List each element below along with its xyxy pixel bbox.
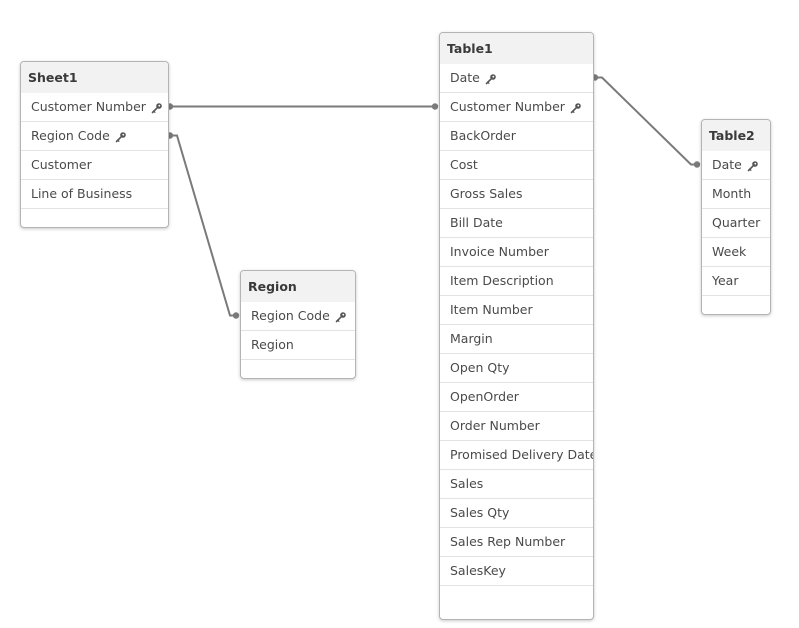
field-label: Week [712, 244, 747, 259]
field-label: Margin [450, 331, 493, 346]
table-title[interactable]: Table2 [702, 120, 770, 151]
key-icon [335, 311, 347, 323]
field-row[interactable]: Item Description [440, 267, 593, 296]
field-row[interactable]: Sales Rep Number [440, 528, 593, 557]
table-title[interactable]: Sheet1 [21, 62, 168, 93]
field-label: Bill Date [450, 215, 503, 230]
field-label: BackOrder [450, 128, 516, 143]
field-row[interactable]: Bill Date [440, 209, 593, 238]
table-title[interactable]: Region [241, 271, 355, 302]
field-row[interactable]: Gross Sales [440, 180, 593, 209]
field-label: Item Number [450, 302, 533, 317]
field-row[interactable]: BackOrder [440, 122, 593, 151]
field-row[interactable]: Line of Business [21, 180, 168, 209]
field-row[interactable]: Promised Delivery Date [440, 441, 593, 470]
field-label: Order Number [450, 418, 540, 433]
field-label: Region Code [31, 128, 110, 143]
link-sheet1-region[interactable] [171, 134, 236, 317]
field-label: Region [251, 337, 294, 352]
field-label: Promised Delivery Date [450, 447, 594, 462]
field-label: Customer [31, 157, 92, 172]
field-label: Line of Business [31, 186, 133, 201]
field-label: Customer Number [31, 99, 146, 114]
field-row[interactable]: Region [241, 331, 355, 360]
field-row[interactable]: Customer Number [21, 93, 168, 122]
field-row[interactable]: Open Qty [440, 354, 593, 383]
field-label: Cost [450, 157, 478, 172]
field-label: Region Code [251, 308, 330, 323]
link-end-target [431, 103, 439, 110]
field-row[interactable]: Year [702, 267, 770, 296]
field-label: Item Description [450, 273, 554, 288]
table-title[interactable]: Table1 [440, 33, 593, 64]
key-icon [747, 160, 759, 172]
field-label: Sales Qty [450, 505, 510, 520]
field-row[interactable]: Item Number [440, 296, 593, 325]
link-end-target [693, 161, 701, 168]
field-row[interactable]: Sales Qty [440, 499, 593, 528]
field-label: Sales Rep Number [450, 534, 566, 549]
field-label: Quarter [712, 215, 761, 230]
link-table1-table2[interactable] [596, 76, 697, 166]
field-row[interactable]: Customer [21, 151, 168, 180]
field-label: Open Qty [450, 360, 510, 375]
link-end-target [232, 312, 240, 319]
key-icon [570, 102, 582, 114]
field-label: SalesKey [450, 563, 506, 578]
field-label: Gross Sales [450, 186, 523, 201]
field-row[interactable]: Region Code [241, 302, 355, 331]
field-label: Date [712, 157, 742, 172]
field-label: Customer Number [450, 99, 565, 114]
key-icon [485, 73, 497, 85]
field-row[interactable]: Sales [440, 470, 593, 499]
field-row[interactable]: Quarter [702, 209, 770, 238]
field-row[interactable]: Month [702, 180, 770, 209]
field-row[interactable]: Date [702, 151, 770, 180]
field-row[interactable]: Invoice Number [440, 238, 593, 267]
key-icon [115, 131, 127, 143]
field-row[interactable]: OpenOrder [440, 383, 593, 412]
key-icon [151, 102, 163, 114]
field-row[interactable]: Customer Number [440, 93, 593, 122]
field-label: Month [712, 186, 752, 201]
field-label: OpenOrder [450, 389, 519, 404]
field-row[interactable]: Margin [440, 325, 593, 354]
field-row[interactable]: SalesKey [440, 557, 593, 586]
field-row[interactable]: Week [702, 238, 770, 267]
field-label: Year [712, 273, 739, 288]
field-label: Sales [450, 476, 484, 491]
field-row[interactable]: Region Code [21, 122, 168, 151]
field-row[interactable]: Order Number [440, 412, 593, 441]
field-row[interactable]: Date [440, 64, 593, 93]
field-row[interactable]: Cost [440, 151, 593, 180]
field-label: Date [450, 70, 480, 85]
field-label: Invoice Number [450, 244, 549, 259]
